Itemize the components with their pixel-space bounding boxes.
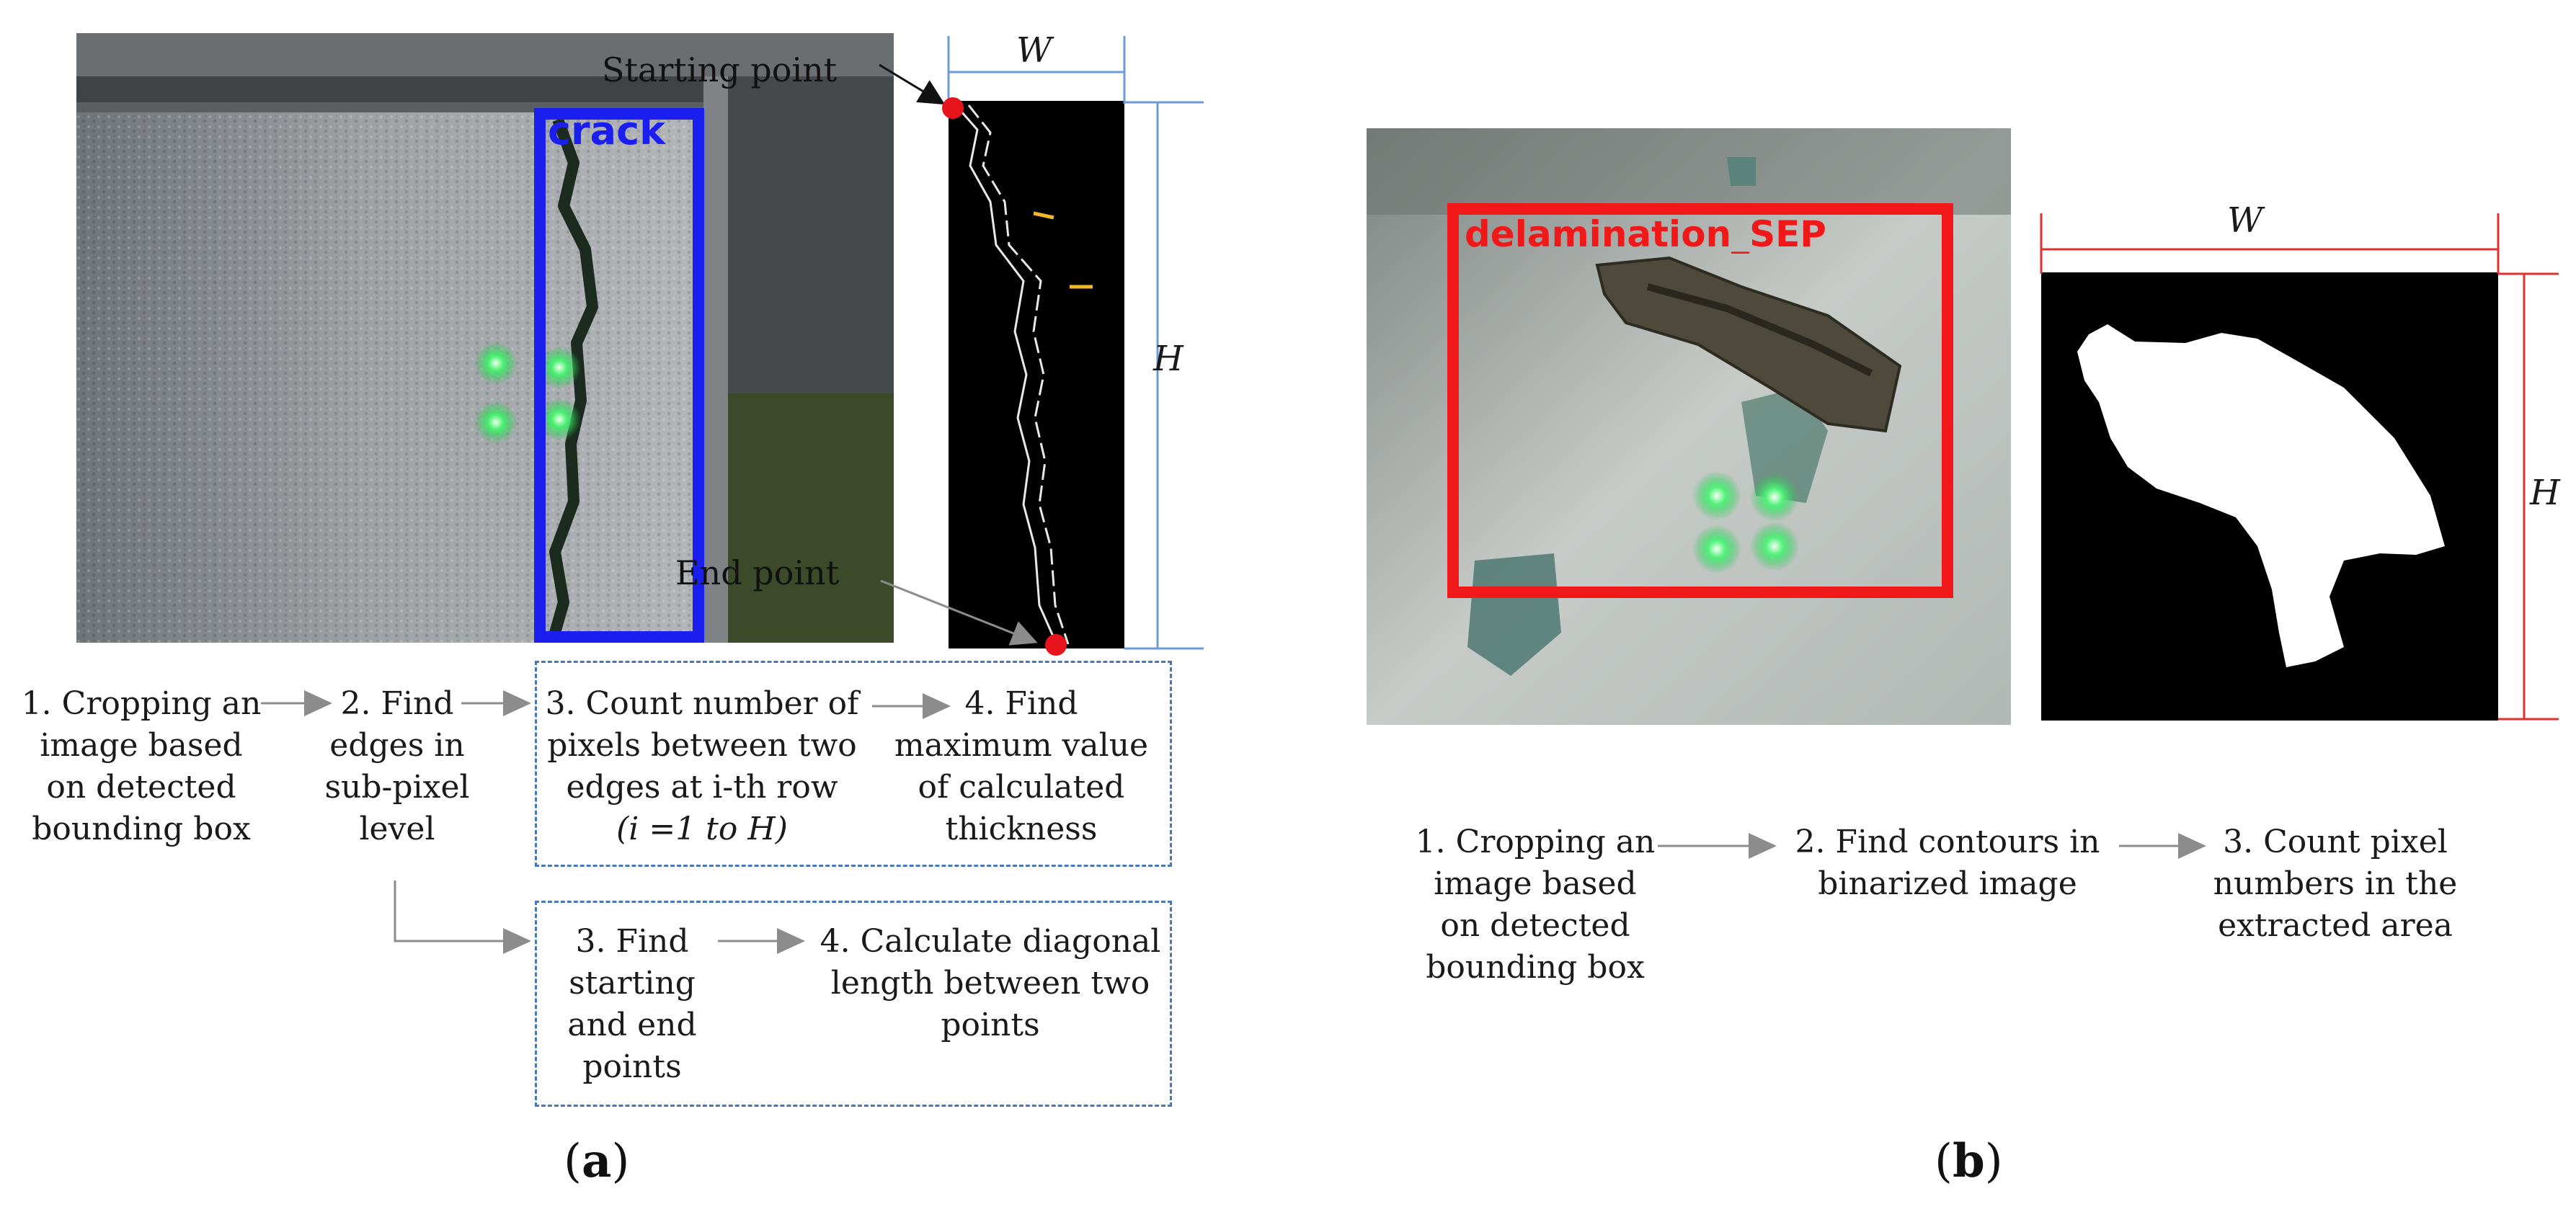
caption-b-letter: b [1953, 1134, 1985, 1188]
flow-arrows-a [0, 0, 1225, 1153]
caption-b: (b) [1935, 1134, 2003, 1188]
delamination-label: delamination_SEP [1465, 213, 1940, 254]
caption-b-open: ( [1935, 1135, 1953, 1188]
caption-a: (a) [564, 1134, 629, 1188]
caption-b-close: ) [1985, 1135, 2003, 1188]
delamination-binary-image [2041, 272, 2498, 721]
caption-a-open: ( [564, 1135, 582, 1188]
caption-a-letter: a [582, 1134, 611, 1188]
width-dimension-b [2037, 213, 2504, 278]
width-label-b: W [2227, 200, 2262, 241]
height-label-b: H [2530, 473, 2560, 513]
flow-arrows-b [1643, 829, 2364, 872]
step-1-crop-b: 1. Cropping an image based on detected b… [1413, 821, 1658, 989]
caption-a-close: ) [611, 1135, 629, 1188]
